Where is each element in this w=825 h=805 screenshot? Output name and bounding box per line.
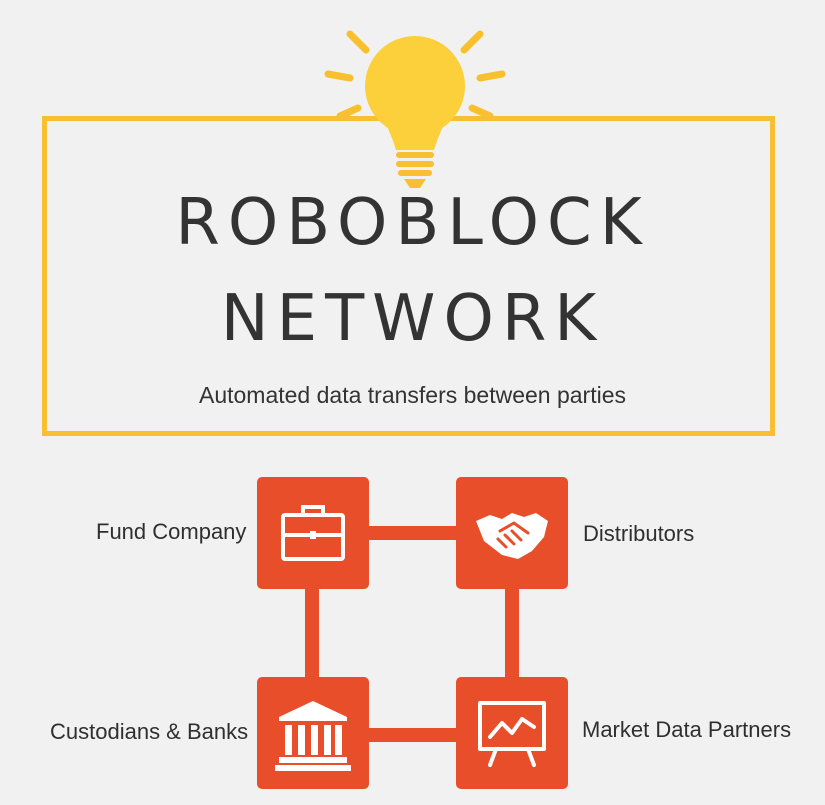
connector-left <box>305 588 319 680</box>
node-custodians-banks <box>257 677 369 789</box>
subtitle: Automated data transfers between parties <box>198 382 627 408</box>
label-fund-company: Fund Company <box>96 519 247 544</box>
presentation-chart-icon <box>478 701 546 767</box>
node-distributors <box>456 477 568 589</box>
bank-icon <box>275 701 351 771</box>
connector-right <box>505 588 519 680</box>
node-fund-company <box>257 477 369 589</box>
node-market-data-partners <box>456 677 568 789</box>
connector-top <box>368 526 458 540</box>
label-custodians-banks: Custodians & Banks <box>50 719 249 744</box>
label-distributors: Distributors <box>583 521 695 546</box>
connector-bottom <box>368 728 458 742</box>
page-title: ROBOBLOCK NETWORK <box>0 175 825 367</box>
lightbulb-icon <box>324 30 506 188</box>
title-line-2: NETWORK <box>220 282 605 356</box>
label-market-data-partners: Market Data Partners <box>582 717 792 742</box>
briefcase-icon <box>281 505 345 561</box>
title-line-1: ROBOBLOCK <box>175 186 650 260</box>
handshake-icon <box>476 513 548 559</box>
